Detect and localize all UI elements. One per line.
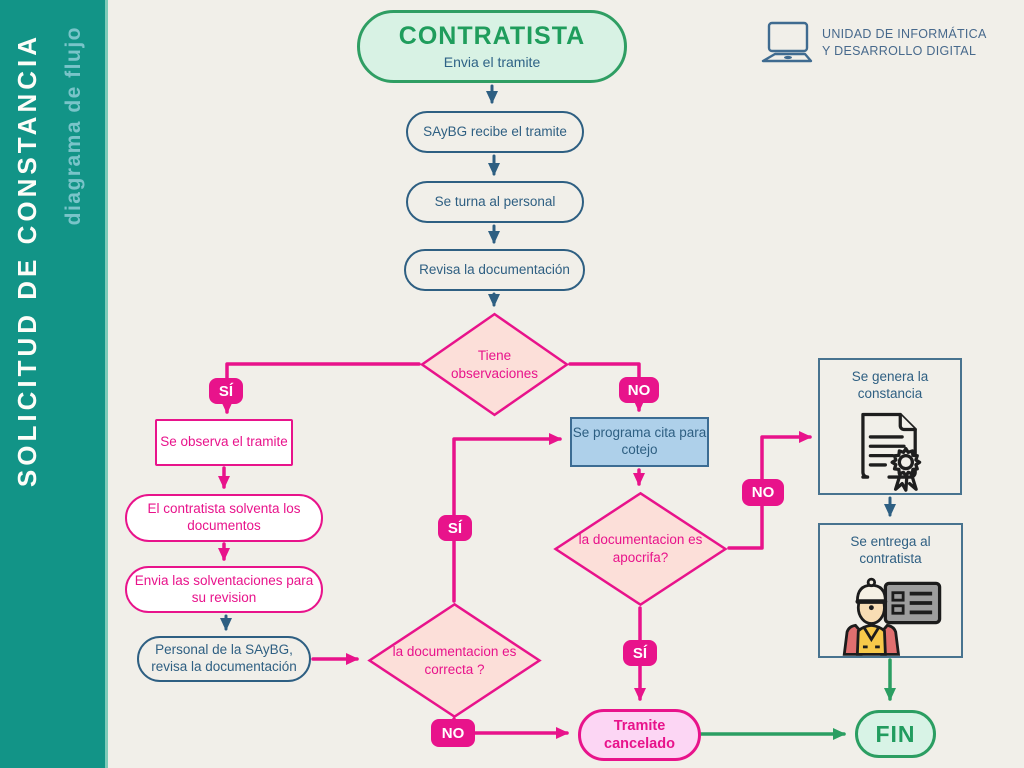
diamond-shape <box>552 491 729 607</box>
diamond-shape <box>419 312 570 417</box>
node-deliver-contratista: Se entrega al contratista <box>818 523 963 658</box>
node-deliver-label: Se entrega al contratista <box>850 534 931 566</box>
page-subtitle-text: diagrama de flujo <box>62 26 85 226</box>
decision-apocrifa-label: la documentacion es apocrifa? <box>578 532 703 565</box>
node-review: Revisa la documentación <box>404 249 585 291</box>
decision-observations: Tiene observaciones <box>419 312 570 417</box>
page-title-text: SOLICITUD DE CONSTANCIA <box>12 32 42 488</box>
decision-correct-label: la documentacion es correcta ? <box>392 643 517 677</box>
node-cancel: Tramite cancelado <box>578 709 701 761</box>
node-staff-review: Personal de la SAyBG, revisa la document… <box>137 636 311 682</box>
branch-label-observations-yes: SÍ <box>209 378 243 404</box>
decision-apocrifa: la documentacion es apocrifa? <box>552 491 729 607</box>
org-name: UNIDAD DE INFORMÁTICA Y DESARROLLO DIGIT… <box>822 26 987 60</box>
node-end-fin: FIN <box>855 710 936 758</box>
node-schedule: Se programa cita para cotejo <box>570 417 709 467</box>
decision-observations-label: Tiene observaciones <box>450 347 539 381</box>
certificate-icon <box>861 412 922 492</box>
org-name-line1: UNIDAD DE INFORMÁTICA <box>822 27 987 41</box>
node-send-solutions: Envia las solventaciones para su revisio… <box>125 566 323 613</box>
page-title: SOLICITUD DE CONSTANCIA <box>12 30 64 490</box>
branch-label-observations-no: NO <box>619 377 659 403</box>
diamond-shape <box>366 602 543 719</box>
page-subtitle: diagrama de flujo <box>62 26 94 256</box>
laptop-icon <box>761 21 813 63</box>
node-receive: SAyBG recibe el tramite <box>406 111 584 153</box>
node-solve: El contratista solventa los documentos <box>125 494 323 542</box>
decision-correct: la documentacion es correcta ? <box>366 602 543 719</box>
node-start-subtitle: Envia el tramite <box>443 54 541 71</box>
node-start-title: CONTRATISTA <box>398 22 586 51</box>
node-observe: Se observa el tramite <box>155 419 293 466</box>
node-generate-label: Se genera la constancia <box>851 369 929 401</box>
sidebar-accent-strip <box>105 0 108 768</box>
node-generate-constancia: Se genera la constancia <box>818 358 962 495</box>
branch-label-correct-yes: SÍ <box>438 515 472 541</box>
branch-label-apocrifa-no: NO <box>742 479 784 506</box>
node-assign: Se turna al personal <box>406 181 584 223</box>
node-start-contratista: CONTRATISTA Envia el tramite <box>357 10 627 83</box>
worker-id-icon <box>842 577 941 656</box>
branch-label-correct-no: NO <box>431 719 475 747</box>
branch-label-apocrifa-yes: SÍ <box>623 640 657 666</box>
sidebar <box>0 0 105 768</box>
org-name-line2: Y DESARROLLO DIGITAL <box>822 43 977 58</box>
